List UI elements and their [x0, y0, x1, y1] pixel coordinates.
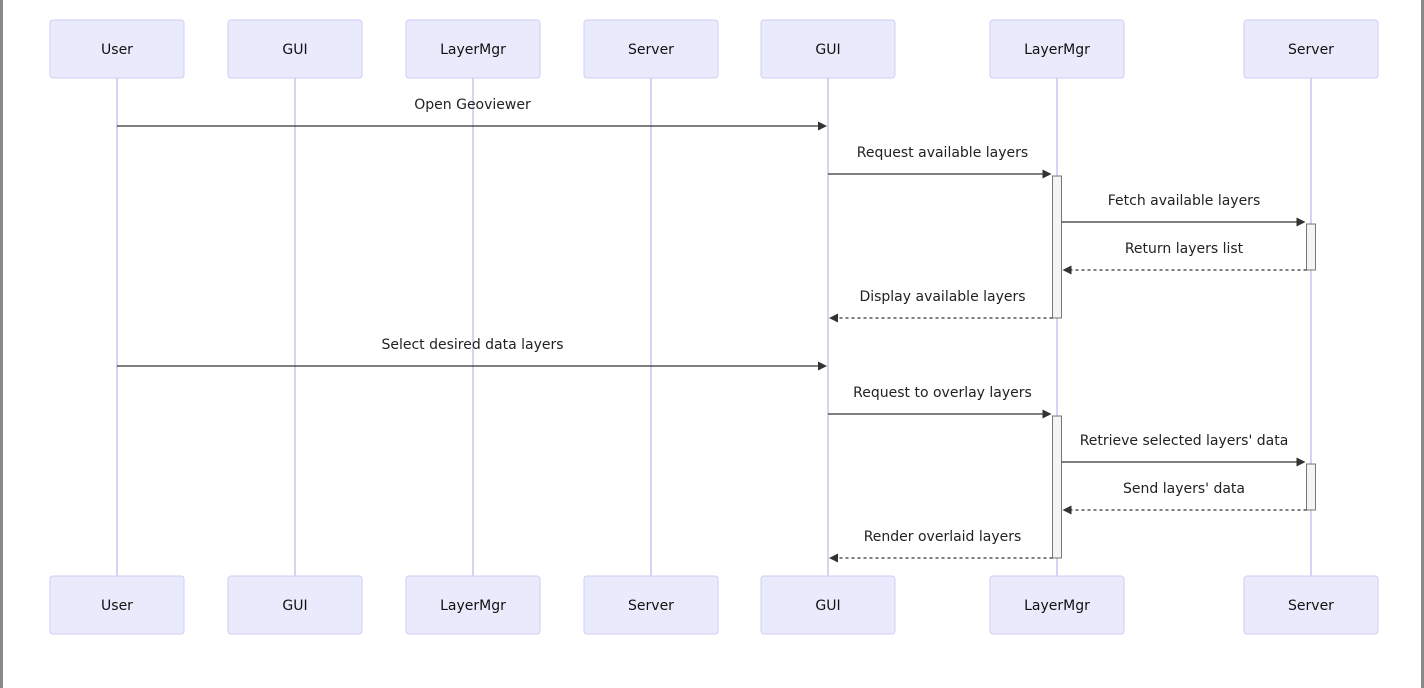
participant-rect	[227, 575, 363, 635]
participant-label: LayerMgr	[1024, 42, 1090, 58]
participant-label: LayerMgr	[440, 42, 506, 58]
arrowhead-icon	[1042, 169, 1052, 179]
message: Send layers' data	[1062, 481, 1307, 515]
participant-rect	[760, 575, 896, 635]
message: Request available layers	[828, 145, 1052, 179]
participant-box-bottom: Server	[1243, 575, 1379, 635]
participant-box-bottom: LayerMgr	[989, 575, 1125, 635]
participant-label: Server	[628, 598, 674, 614]
message: Request to overlay layers	[828, 385, 1052, 419]
participant-rect	[583, 575, 719, 635]
activation-bar	[1052, 415, 1062, 559]
participant-rect	[227, 19, 363, 79]
participant-box-top: LayerMgr	[989, 19, 1125, 79]
participant-label: User	[101, 598, 133, 614]
message: Fetch available layers	[1061, 193, 1306, 227]
message-label: Open Geoviewer	[414, 97, 531, 113]
message: Open Geoviewer	[117, 97, 827, 131]
message-label: Return layers list	[1125, 241, 1244, 257]
arrowhead-icon	[1062, 505, 1072, 515]
arrowhead-icon	[1062, 265, 1072, 275]
message-label: Select desired data layers	[381, 337, 563, 353]
participant-label: LayerMgr	[1024, 598, 1090, 614]
participant-rect	[405, 19, 541, 79]
participant-label: LayerMgr	[440, 598, 506, 614]
arrowhead-icon	[829, 313, 838, 323]
message-label: Send layers' data	[1123, 481, 1245, 497]
arrowhead-icon	[818, 361, 827, 371]
participant-rect	[760, 19, 896, 79]
participant-rect	[49, 575, 185, 635]
message-label: Request to overlay layers	[853, 385, 1032, 401]
arrowhead-icon	[829, 553, 838, 563]
participant-label: GUI	[815, 598, 840, 614]
lifelines	[116, 78, 1312, 576]
message-label: Render overlaid layers	[864, 529, 1022, 545]
message: Retrieve selected layers' data	[1061, 433, 1306, 467]
participant-label: User	[101, 42, 133, 58]
participant-rect	[49, 19, 185, 79]
participant-box-top: LayerMgr	[405, 19, 541, 79]
participant-label: Server	[1288, 598, 1334, 614]
activation-bar	[1306, 463, 1316, 511]
arrowhead-icon	[1042, 409, 1052, 419]
message-label: Fetch available layers	[1108, 193, 1260, 209]
participant-rect	[583, 19, 719, 79]
participant-label: Server	[628, 42, 674, 58]
participant-label: GUI	[815, 42, 840, 58]
participants-top: User GUI LayerMgr Server GUI LayerMgr Server	[49, 19, 1379, 79]
participant-box-top: Server	[1243, 19, 1379, 79]
participants-bottom: User GUI LayerMgr Server GUI LayerMgr Server	[49, 575, 1379, 635]
message-label: Retrieve selected layers' data	[1080, 433, 1289, 449]
participant-rect	[405, 575, 541, 635]
message-label: Display available layers	[859, 289, 1025, 305]
message: Select desired data layers	[117, 337, 827, 371]
participant-rect	[1243, 19, 1379, 79]
participant-box-bottom: GUI	[760, 575, 896, 635]
participant-box-top: Server	[583, 19, 719, 79]
activations	[1052, 175, 1316, 559]
participant-label: Server	[1288, 42, 1334, 58]
participant-rect	[989, 575, 1125, 635]
message: Display available layers	[829, 289, 1053, 323]
activation-bar	[1306, 223, 1316, 271]
participant-rect	[1243, 575, 1379, 635]
arrowhead-icon	[1296, 457, 1306, 467]
participant-box-bottom: Server	[583, 575, 719, 635]
participant-box-bottom: LayerMgr	[405, 575, 541, 635]
arrowhead-icon	[1296, 217, 1306, 227]
activation-bar	[1052, 175, 1062, 319]
participant-box-top: GUI	[760, 19, 896, 79]
message: Return layers list	[1062, 241, 1307, 275]
message-label: Request available layers	[857, 145, 1028, 161]
participant-box-bottom: User	[49, 575, 185, 635]
participant-label: GUI	[282, 42, 307, 58]
participant-label: GUI	[282, 598, 307, 614]
participant-box-bottom: GUI	[227, 575, 363, 635]
participant-rect	[989, 19, 1125, 79]
participant-box-top: User	[49, 19, 185, 79]
message: Render overlaid layers	[829, 529, 1053, 563]
participant-box-top: GUI	[227, 19, 363, 79]
arrowhead-icon	[818, 121, 827, 131]
